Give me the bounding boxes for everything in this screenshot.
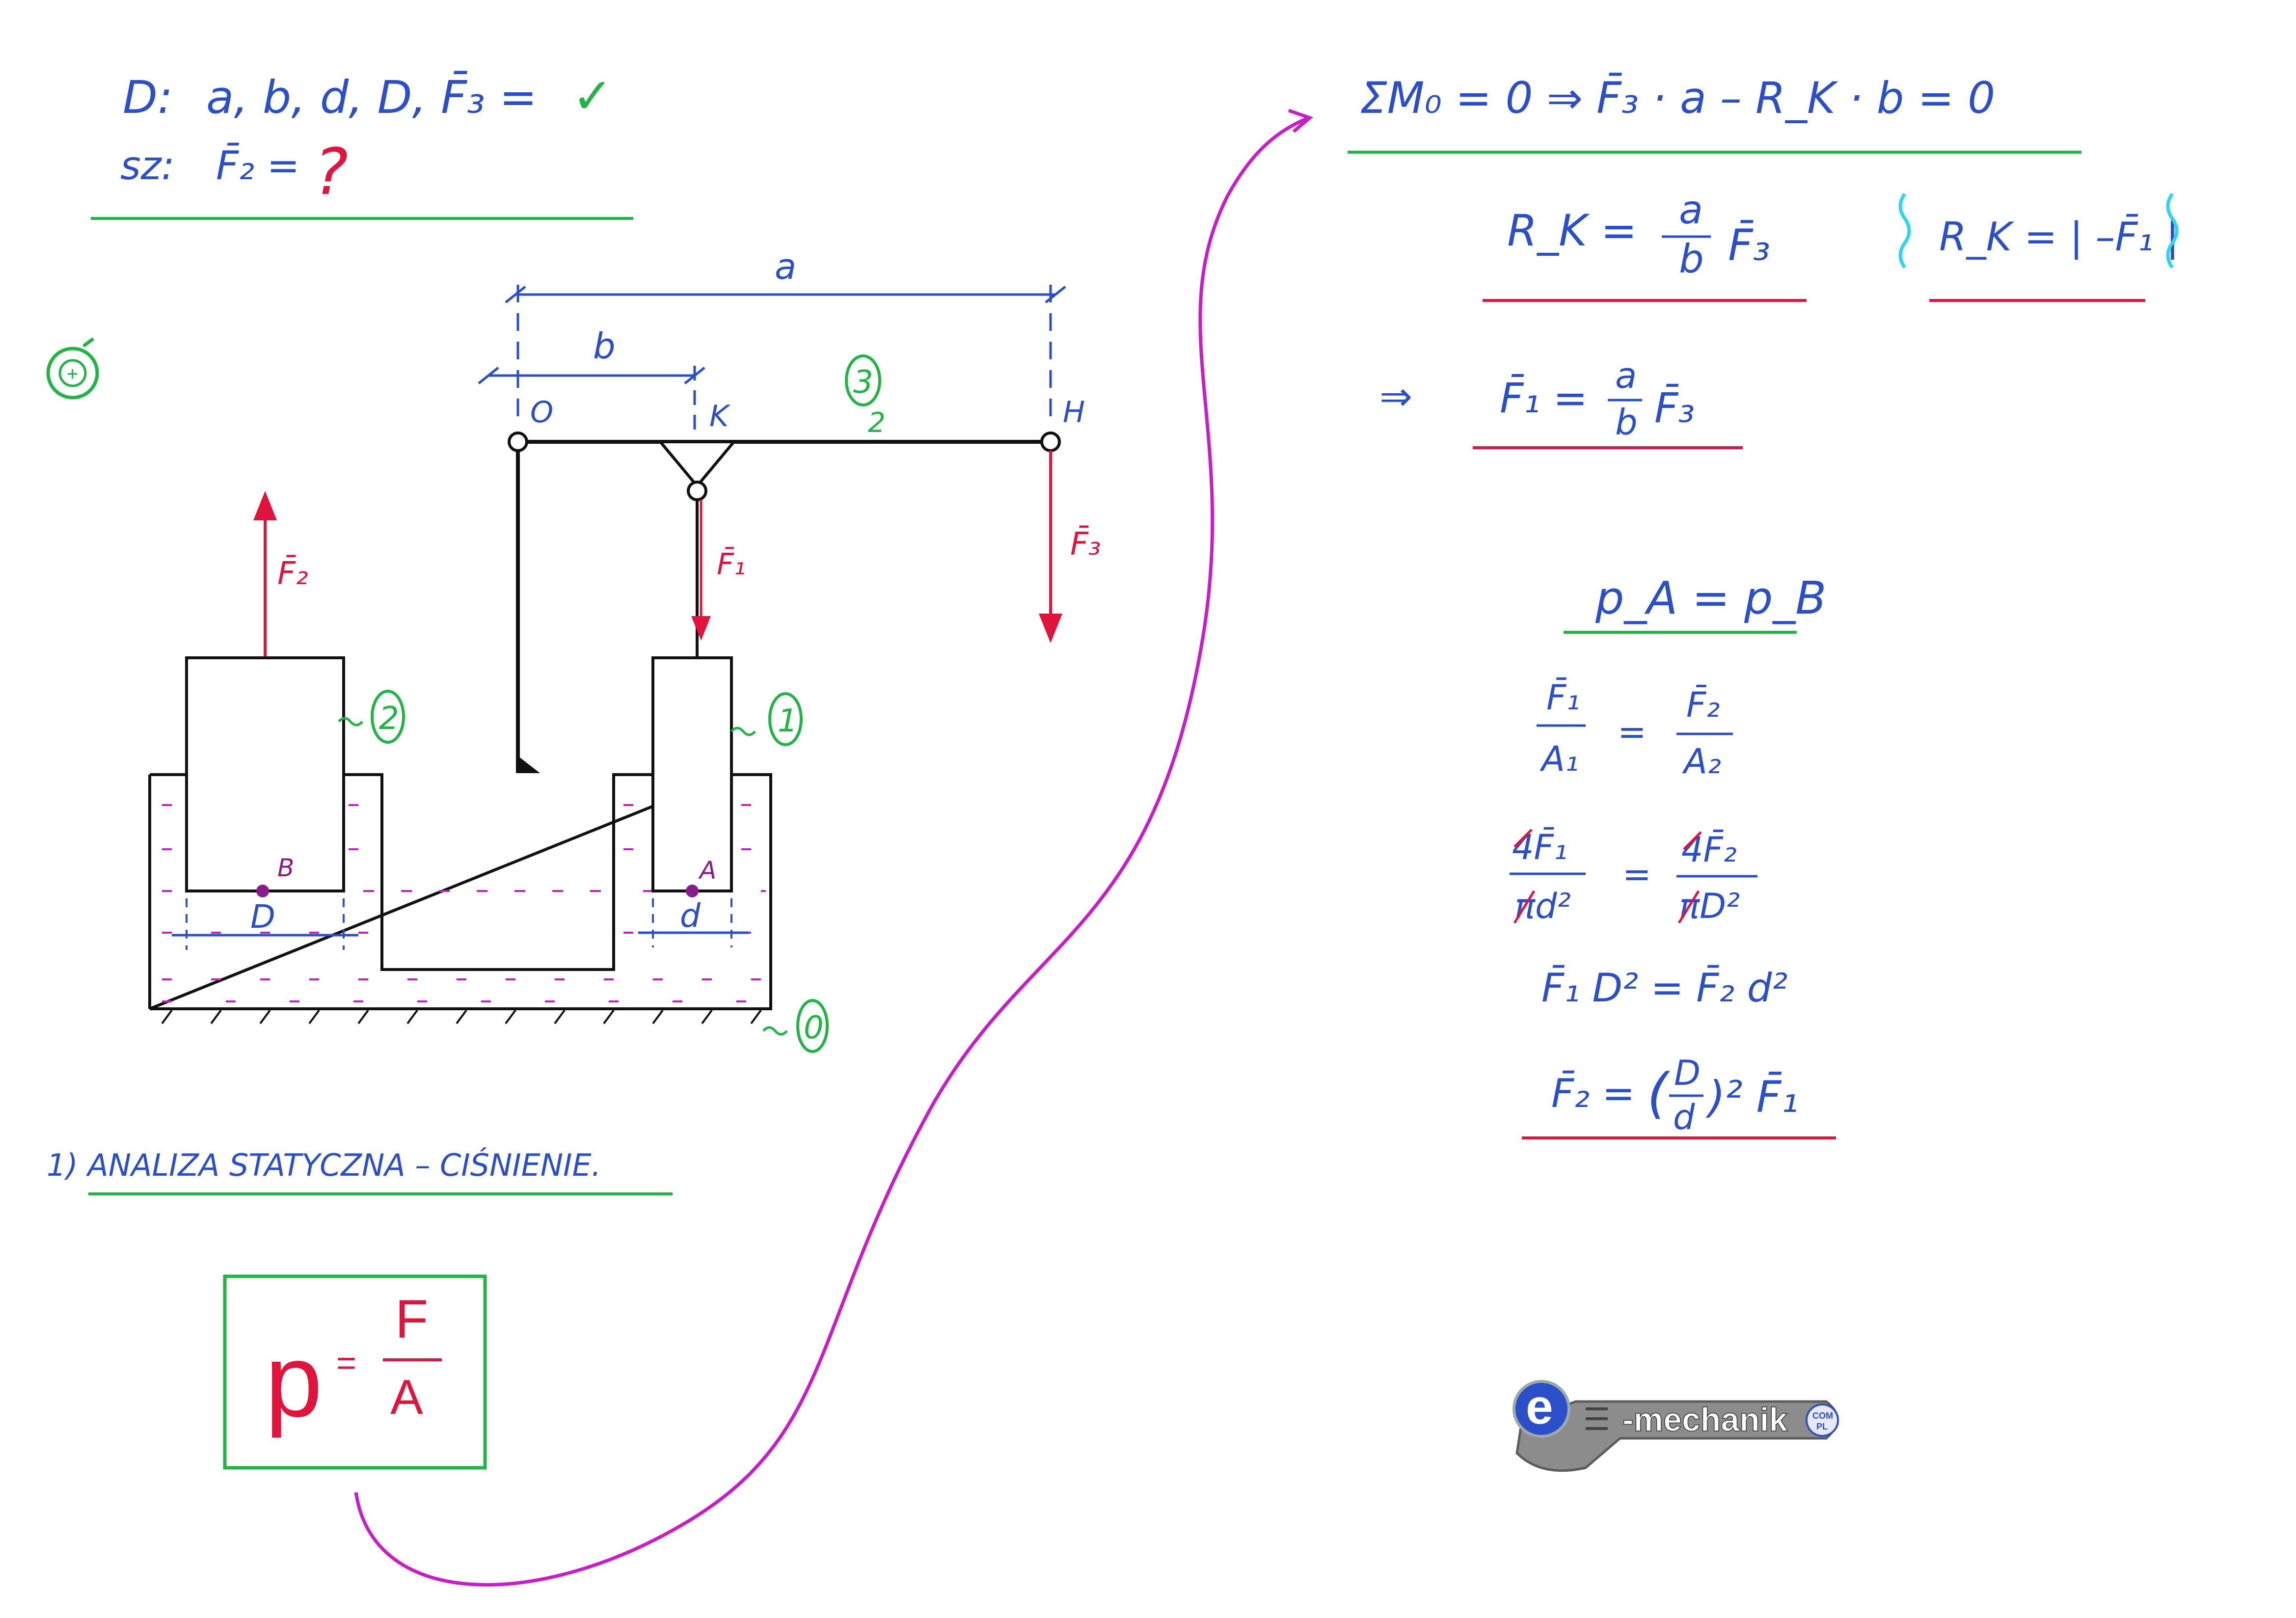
sought-label: sz: <box>120 143 175 189</box>
point-H-label: H <box>1063 395 1085 430</box>
f1-lhs: F̄₁ = <box>1500 374 1588 422</box>
piston-2 <box>185 656 345 892</box>
formula-eq: = <box>336 1344 356 1382</box>
piston-2-tag: 2 <box>338 690 405 744</box>
rk-lhs: R_K = <box>1507 205 1637 256</box>
ratio1-den-left: A₁ <box>1540 739 1579 779</box>
lever-sub: 2 <box>868 407 886 439</box>
piston-1-number: 1 <box>778 703 798 739</box>
final-close: )² F̄₁ <box>1705 1072 1798 1122</box>
vessel-tag: 0 <box>762 999 829 1053</box>
solution-column: ΣM₀ = 0 ⇒ F̄₃ · a – R_K · b = 0 R_K = a … <box>1348 73 2179 1139</box>
force-F2-label: F̄₂ <box>277 555 308 592</box>
logo-name: -mechanik <box>1622 1401 1788 1438</box>
formula-num: F <box>395 1289 428 1349</box>
logo-domain-top: COM <box>1812 1411 1833 1421</box>
final-num: D <box>1674 1053 1701 1093</box>
f1-tail: F̄₃ <box>1654 384 1695 432</box>
sought-expr: F̄₂ = <box>216 142 300 189</box>
joint-O <box>508 431 528 452</box>
vessel-number: 0 <box>804 1010 824 1046</box>
f1-num: a <box>1615 355 1637 396</box>
force-F3-label: F̄₃ <box>1070 525 1101 563</box>
ratio2-den-left: πd² <box>1514 886 1571 926</box>
positive-rotation-icon: + <box>46 337 99 400</box>
formula-p: p <box>265 1323 323 1438</box>
piston-2-number: 2 <box>379 701 399 737</box>
logo-domain-bottom: PL <box>1816 1422 1828 1431</box>
point-O-label: O <box>530 395 553 430</box>
dim-D-label: D <box>250 898 275 936</box>
dim-d-label: d <box>680 897 701 935</box>
given-block: D: a, b, d, D, F̄₃ = ✓ sz: F̄₂ = ? <box>91 67 633 220</box>
dim-b-label: b <box>593 325 616 367</box>
question-mark: ? <box>314 135 348 209</box>
rk-num: a <box>1679 187 1703 233</box>
point-K-label: K <box>709 399 731 433</box>
rk-den: b <box>1679 236 1704 282</box>
final-den: d <box>1673 1097 1695 1137</box>
pressure-equality: p_A = p_B <box>1595 572 1826 624</box>
ratio2-num-right: 4F̄₂ <box>1681 829 1737 870</box>
piston-1 <box>651 656 733 892</box>
step1-heading: 1) ANALIZA STATYCZNA – CIŚNIENIE. <box>47 1147 601 1183</box>
dim-a-label: a <box>775 246 796 287</box>
final-lhs: F̄₂ = <box>1551 1070 1635 1116</box>
ratio2-num-left: 4F̄₁ <box>1512 827 1567 867</box>
ratio1-den-right: A₂ <box>1682 741 1721 782</box>
point-B-label: B <box>277 854 294 882</box>
rk-note: R_K = | –F̄₁ | <box>1939 214 2179 260</box>
lever-number: 3 <box>853 364 873 401</box>
force-F1-label: F̄₁ <box>717 546 746 582</box>
cross-multiplied: F̄₁ D² = F̄₂ d² <box>1541 965 1787 1011</box>
logo-letter: e <box>1526 1379 1553 1434</box>
flow-arrow <box>354 116 1309 1587</box>
point-A-label: A <box>698 856 716 885</box>
lever-tag: 3 2 <box>845 354 886 439</box>
plus-sign: + <box>67 363 78 385</box>
mechanism-diagram: a b O K H 3 2 F̄₃ F̄₁ <box>148 246 1101 1053</box>
point-B <box>256 885 269 897</box>
f1-den: b <box>1615 402 1638 443</box>
joint-H <box>1040 431 1061 452</box>
moment-equation: ΣM₀ = 0 ⇒ F̄₃ · a – R_K · b = 0 <box>1360 73 1995 123</box>
formula-den: A <box>390 1370 423 1425</box>
given-label: D: <box>123 71 173 124</box>
f1-prefix: ⇒ <box>1379 374 1412 419</box>
ratio1-num-left: F̄₁ <box>1546 677 1580 718</box>
formula-box: p = F A <box>223 1274 487 1470</box>
ratio1-num-right: F̄₂ <box>1686 684 1720 725</box>
rk-tail: F̄₃ <box>1728 220 1770 270</box>
point-A <box>686 885 699 897</box>
bracket-K <box>657 440 737 488</box>
ratio1-eq: = <box>1618 712 1647 752</box>
piston-1-tag: 1 <box>730 692 803 746</box>
ratio2-eq: = <box>1622 854 1651 894</box>
given-list: a, b, d, D, F̄₃ = <box>206 71 537 124</box>
e-mechanik-logo: e -mechanik COM PL <box>1513 1379 1839 1472</box>
final-open: ( <box>1647 1062 1670 1125</box>
check-mark: ✓ <box>572 67 613 125</box>
